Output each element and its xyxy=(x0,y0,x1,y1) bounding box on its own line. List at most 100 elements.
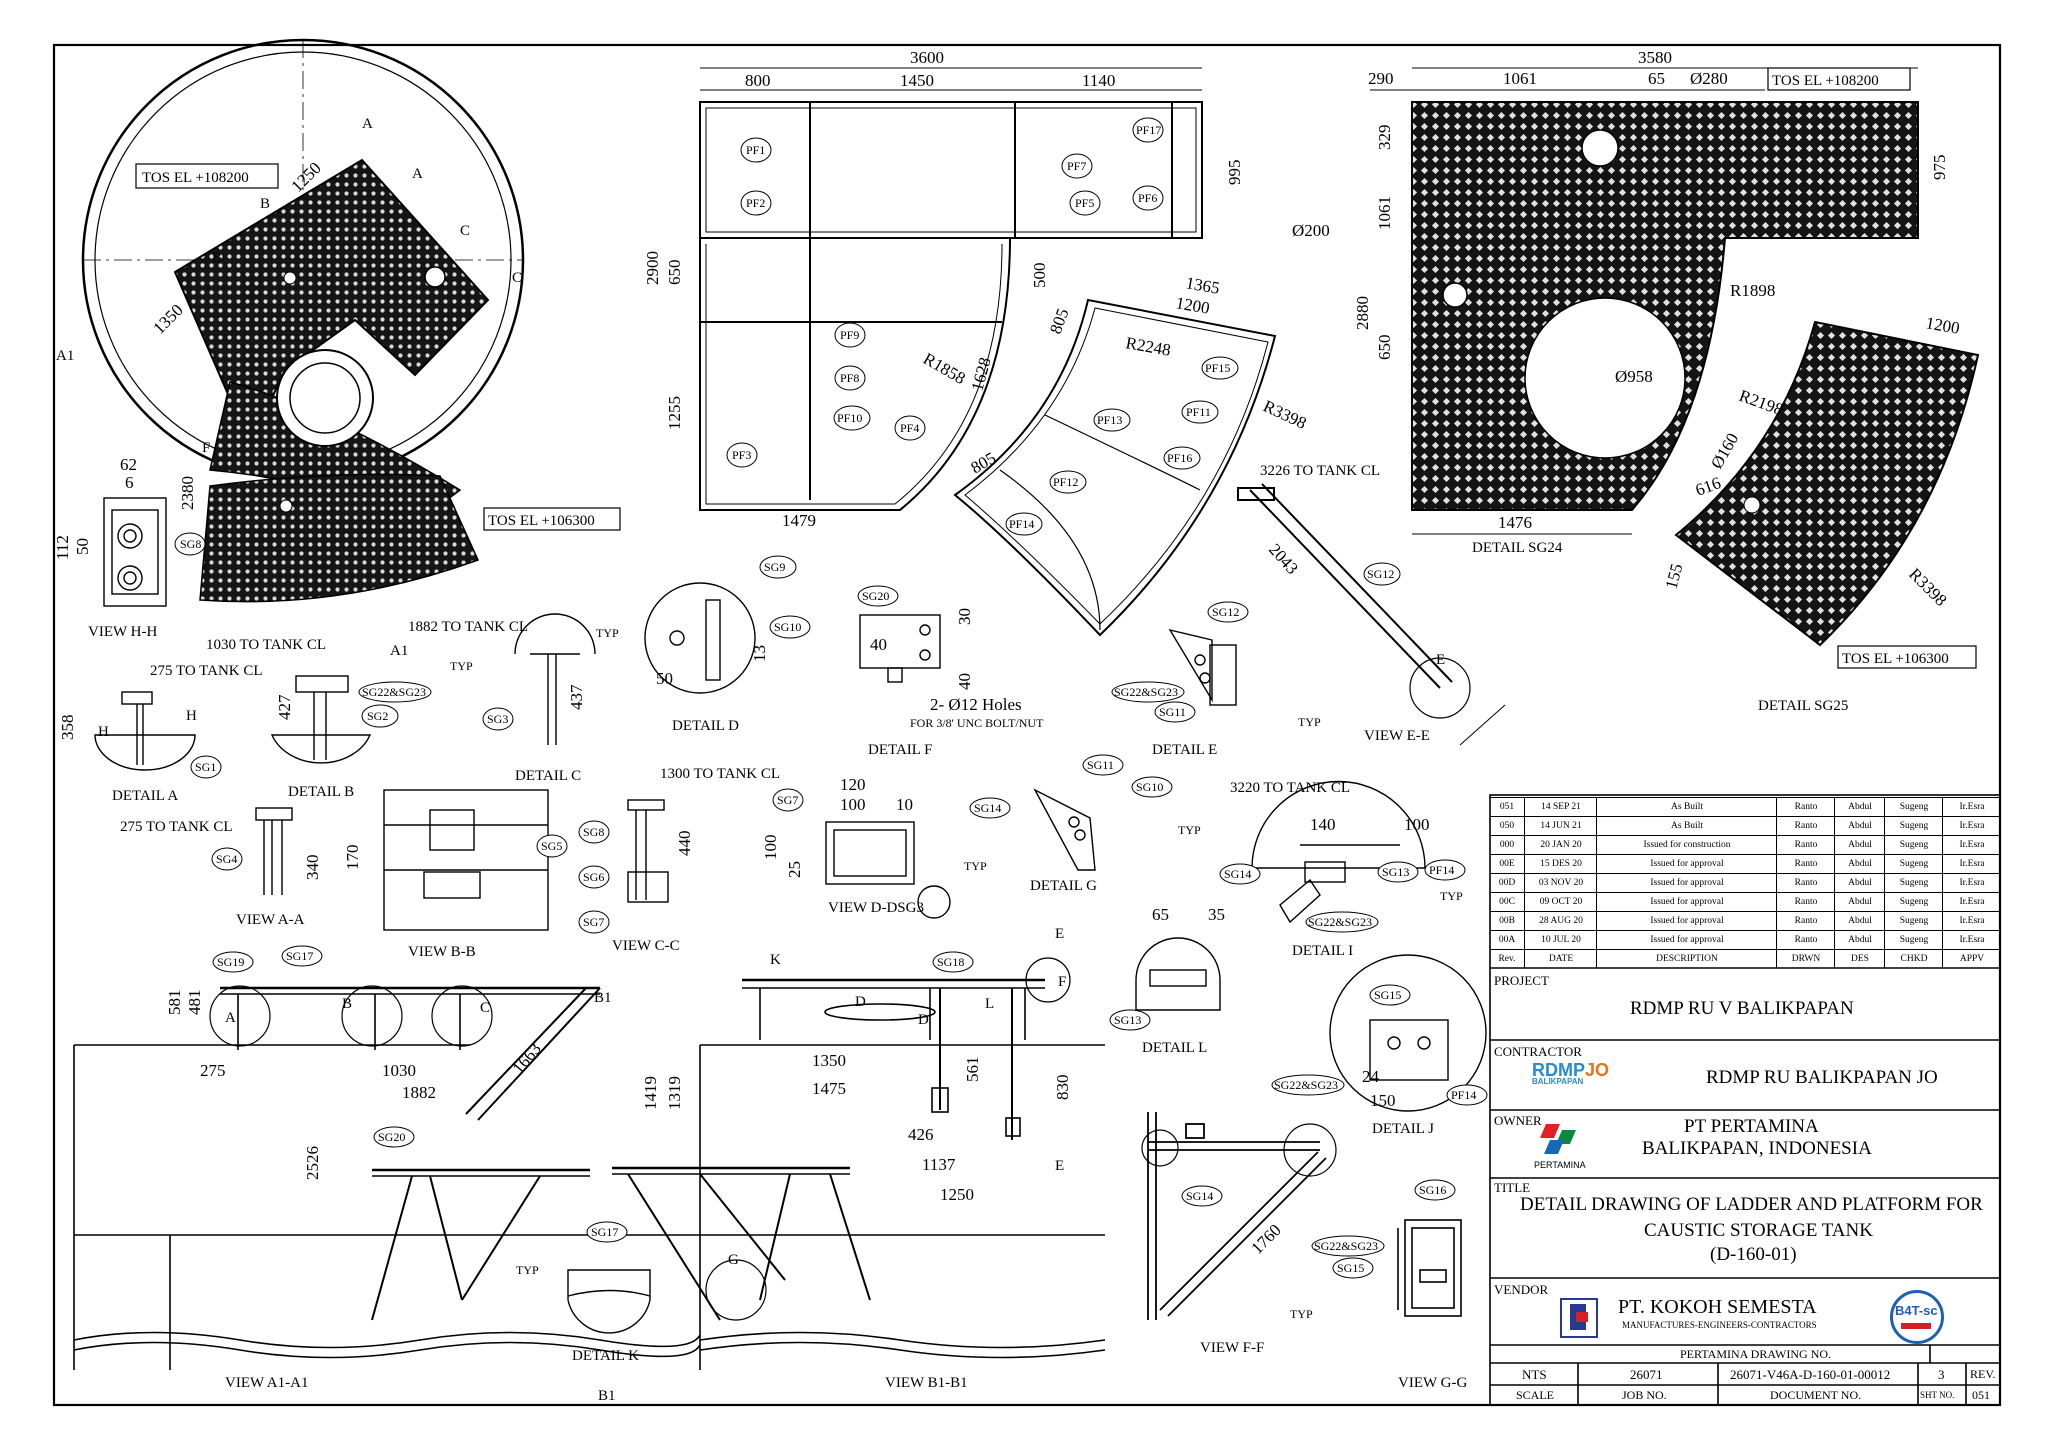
svg-text:R1858: R1858 xyxy=(920,349,969,388)
label-view-cc: VIEW C-C xyxy=(612,938,680,954)
revision-cell-desc: Issued for approval xyxy=(1596,874,1777,892)
svg-text:SG17: SG17 xyxy=(591,1225,618,1239)
contractor-logo-sub: BALIKPAPAN xyxy=(1532,1077,1584,1086)
svg-text:2880: 2880 xyxy=(1353,296,1372,330)
svg-text:150: 150 xyxy=(1370,1091,1396,1110)
revision-cell-chkd: CHKD xyxy=(1884,950,1943,968)
label-detail-sg25: DETAIL SG25 xyxy=(1758,698,1848,714)
revision-cell-chkd: Sugeng xyxy=(1884,855,1943,873)
svg-text:PF6: PF6 xyxy=(1138,191,1157,205)
svg-text:A: A xyxy=(362,116,373,132)
svg-text:1419: 1419 xyxy=(641,1076,660,1110)
svg-text:500: 500 xyxy=(1030,263,1049,289)
svg-text:155: 155 xyxy=(1662,561,1687,591)
revision-cell-rev: 00E xyxy=(1499,859,1515,869)
svg-text:B: B xyxy=(342,996,352,1012)
svg-text:1319: 1319 xyxy=(665,1076,684,1110)
revision-cell-desc: As Built xyxy=(1596,798,1777,816)
svg-text:140: 140 xyxy=(1310,815,1336,834)
svg-text:1476: 1476 xyxy=(1498,513,1532,532)
revision-cell-chkd: Sugeng xyxy=(1884,931,1943,949)
tos-108200-box-left xyxy=(135,163,279,189)
lower-sector-grating-plan xyxy=(199,473,480,603)
svg-text:Ø200: Ø200 xyxy=(1292,221,1330,240)
svg-text:1882: 1882 xyxy=(402,1083,436,1102)
revision-cell-desc: Issued for approval xyxy=(1596,931,1777,949)
svg-text:340: 340 xyxy=(303,855,322,881)
revision-cell-appv: Ir.Esra xyxy=(1942,874,2001,892)
tos-108200-left: TOS EL +108200 xyxy=(142,170,249,186)
svg-text:1200: 1200 xyxy=(1924,313,1961,338)
revision-cell-desc: Issued for approval xyxy=(1596,912,1777,930)
svg-text:1061: 1061 xyxy=(1503,69,1537,88)
revision-cell-rev: 051 xyxy=(1499,802,1515,812)
revision-cell-des: Abdul xyxy=(1834,893,1885,911)
revision-cell-rev: 00A xyxy=(1498,935,1516,945)
svg-text:1137: 1137 xyxy=(922,1155,956,1174)
tos-106300-right: TOS EL +106300 xyxy=(1842,651,1949,667)
revision-cell-desc: Issued for approval xyxy=(1596,893,1777,911)
label-detail-c: DETAIL C xyxy=(515,768,581,784)
view-hh xyxy=(103,497,167,607)
svg-text:10: 10 xyxy=(896,795,913,814)
svg-text:30: 30 xyxy=(955,608,974,625)
svg-text:SG15: SG15 xyxy=(1337,1261,1364,1275)
revision-cell-des: Abdul xyxy=(1834,912,1885,930)
svg-text:100: 100 xyxy=(761,835,780,861)
svg-text:975: 975 xyxy=(1930,155,1949,181)
svg-text:2900: 2900 xyxy=(643,251,662,285)
label-detail-g: DETAIL G xyxy=(1030,878,1097,894)
label-detail-l: DETAIL L xyxy=(1142,1040,1207,1056)
svg-text:358: 358 xyxy=(58,715,77,741)
label-detail-a: DETAIL A xyxy=(112,788,178,804)
revision-cell-chkd: Sugeng xyxy=(1884,893,1943,911)
revision-cell-rev: Rev. xyxy=(1498,954,1516,964)
view-ee xyxy=(1237,483,1506,746)
detail-k xyxy=(567,1269,651,1334)
svg-text:112: 112 xyxy=(53,535,72,560)
label-view-aa: VIEW A-A xyxy=(236,912,305,928)
svg-text:R2198: R2198 xyxy=(1737,386,1786,419)
b4t-logo: B4T-sc xyxy=(1890,1290,1944,1344)
svg-text:24: 24 xyxy=(1362,1067,1380,1086)
svg-text:1140: 1140 xyxy=(1082,71,1115,90)
svg-text:SG7: SG7 xyxy=(583,915,604,929)
svg-text:SG13: SG13 xyxy=(1382,865,1409,879)
svg-text:62: 62 xyxy=(120,455,137,474)
vendor-label: VENDOR xyxy=(1494,1282,1549,1297)
label-detail-j: DETAIL J xyxy=(1372,1121,1434,1137)
platform-frame-plan xyxy=(699,101,1203,511)
svg-text:1030: 1030 xyxy=(382,1061,416,1080)
view-bb xyxy=(383,789,549,931)
svg-text:13: 13 xyxy=(750,645,769,662)
job-no-value: 26071 xyxy=(1630,1367,1663,1382)
svg-text:SG11: SG11 xyxy=(1087,758,1114,772)
svg-text:A: A xyxy=(412,166,423,182)
svg-text:1450: 1450 xyxy=(900,71,934,90)
svg-text:170: 170 xyxy=(343,845,362,871)
plan-view-tank xyxy=(81,38,525,521)
svg-text:G: G xyxy=(728,1252,739,1268)
svg-text:SG19: SG19 xyxy=(217,955,244,969)
rev-label: REV. xyxy=(1970,1367,1996,1381)
svg-text:290: 290 xyxy=(1368,69,1394,88)
sheet-no-value: 3 xyxy=(1938,1367,1945,1382)
revision-cell-desc: Issued for construction xyxy=(1596,836,1777,854)
svg-text:R1898: R1898 xyxy=(1730,281,1775,300)
sheet-no-label: SHT NO. xyxy=(1920,1390,1955,1400)
svg-text:R3398: R3398 xyxy=(1260,396,1309,432)
svg-text:B: B xyxy=(212,250,222,266)
svg-text:1250: 1250 xyxy=(940,1185,974,1204)
svg-text:SG20: SG20 xyxy=(378,1130,405,1144)
revision-cell-appv: Ir.Esra xyxy=(1942,931,2001,949)
svg-text:SG22&SG23: SG22&SG23 xyxy=(1314,1239,1378,1253)
svg-text:426: 426 xyxy=(908,1125,934,1144)
dim-1350: 1350 xyxy=(149,300,186,337)
svg-text:SG13: SG13 xyxy=(1114,1013,1141,1027)
svg-text:SG8: SG8 xyxy=(583,825,604,839)
svg-text:E: E xyxy=(1055,1158,1064,1174)
svg-text:65: 65 xyxy=(1648,69,1665,88)
label-view-hh: VIEW H-H xyxy=(88,624,157,640)
